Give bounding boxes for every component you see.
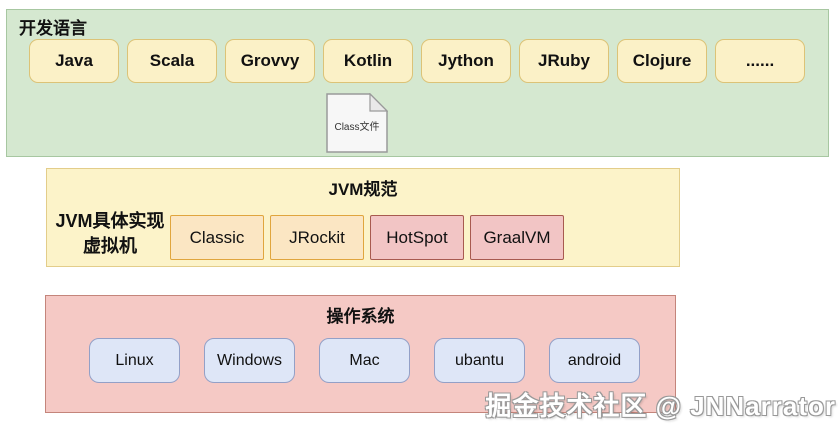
jvm-impl-box-jrockit: JRockit bbox=[270, 215, 364, 260]
language-box-clojure: Clojure bbox=[617, 39, 707, 83]
jvm-impl-box-classic: Classic bbox=[170, 215, 264, 260]
dev-languages-title: 开发语言 bbox=[19, 19, 87, 38]
jvm-impl-box-graalvm: GraalVM bbox=[470, 215, 564, 260]
jvm-impl-boxes-row: Classic JRockit HotSpot GraalVM bbox=[170, 215, 564, 260]
jvm-impl-side-label: JVM具体实现 虚拟机 bbox=[47, 209, 173, 259]
os-boxes-row: Linux Windows Mac ubantu android bbox=[89, 338, 640, 383]
language-box-kotlin: Kotlin bbox=[323, 39, 413, 83]
language-box-java: Java bbox=[29, 39, 119, 83]
os-box-linux: Linux bbox=[89, 338, 180, 383]
os-box-mac: Mac bbox=[319, 338, 410, 383]
os-box-android: android bbox=[549, 338, 640, 383]
os-box-ubantu: ubantu bbox=[434, 338, 525, 383]
jvm-spec-title: JVM规范 bbox=[328, 180, 398, 199]
jvm-spec-section: JVM规范 JVM具体实现 虚拟机 Classic JRockit HotSpo… bbox=[46, 168, 680, 267]
language-boxes-row: Java Scala Grovvy Kotlin Jython JRuby Cl… bbox=[29, 39, 805, 83]
jvm-impl-side-label-line1: JVM具体实现 bbox=[55, 211, 165, 231]
os-box-windows: Windows bbox=[204, 338, 295, 383]
language-box-ellipsis: ...... bbox=[715, 39, 805, 83]
watermark-text: 掘金技术社区 @ JNNarrator bbox=[485, 391, 836, 421]
os-title: 操作系统 bbox=[326, 307, 395, 326]
language-box-grovvy: Grovvy bbox=[225, 39, 315, 83]
class-file-label: Class文件 bbox=[334, 122, 380, 133]
document-icon bbox=[326, 93, 388, 153]
jvm-impl-side-label-line2: 虚拟机 bbox=[83, 236, 137, 256]
dev-languages-section: 开发语言 Java Scala Grovvy Kotlin Jython JRu… bbox=[6, 9, 829, 157]
class-file-icon: Class文件 bbox=[326, 93, 388, 153]
os-section: 操作系统 Linux Windows Mac ubantu android bbox=[45, 295, 676, 413]
language-box-jython: Jython bbox=[421, 39, 511, 83]
jvm-impl-box-hotspot: HotSpot bbox=[370, 215, 464, 260]
language-box-jruby: JRuby bbox=[519, 39, 609, 83]
language-box-scala: Scala bbox=[127, 39, 217, 83]
